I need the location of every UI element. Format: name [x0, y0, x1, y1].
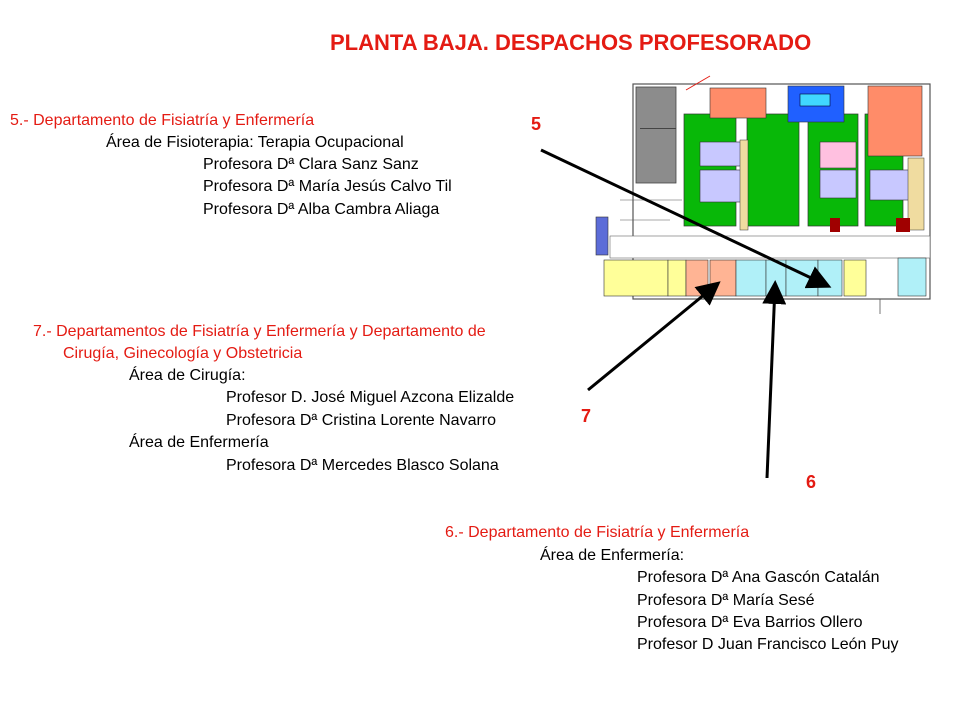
dept7-person: Profesora Dª Mercedes Blasco Solana [226, 457, 499, 474]
marker-7: 7 [581, 406, 592, 426]
dept7-person: Profesora Dª Cristina Lorente Navarro [226, 412, 497, 429]
dept6-person: Profesor D Juan Francisco León Puy [637, 636, 899, 653]
dept7-heading: 7.- Departamentos de Fisiatría y Enferme… [33, 323, 486, 340]
dept6-heading: 6.- Departamento de Fisiatría y Enfermer… [445, 524, 750, 541]
dept7-heading-cont: Cirugía, Ginecología y Obstetricia [63, 345, 303, 362]
arrow-6 [762, 280, 787, 479]
dept5-heading: 5.- Departamento de Fisiatría y Enfermer… [10, 112, 315, 129]
dept6-person: Profesora Dª Ana Gascón Catalán [637, 569, 880, 586]
dept6-person: Profesora Dª María Sesé [637, 592, 815, 609]
marker-6: 6 [806, 472, 817, 492]
dept6-area: Área de Enfermería: [540, 547, 685, 564]
arrow-7 [587, 281, 721, 392]
dept5-person: Profesora Dª Clara Sanz Sanz [203, 156, 419, 173]
dept5-person: Profesora Dª Alba Cambra Aliaga [203, 201, 440, 218]
marker-5: 5 [531, 114, 542, 134]
dept7-area-enfermeria: Área de Enfermería [129, 434, 269, 451]
dept5-person: Profesora Dª María Jesús Calvo Til [203, 178, 452, 195]
dept6-person: Profesora Dª Eva Barrios Ollero [637, 614, 863, 631]
page-title: PLANTA BAJA. DESPACHOS PROFESORADO [330, 30, 812, 55]
dept7-area-cirugia: Área de Cirugía: [129, 367, 246, 384]
dept7-person: Profesor D. José Miguel Azcona Elizalde [226, 389, 515, 406]
arrow-5 [540, 148, 832, 289]
dept5-area: Área de Fisioterapia: Terapia Ocupaciona… [106, 134, 404, 151]
